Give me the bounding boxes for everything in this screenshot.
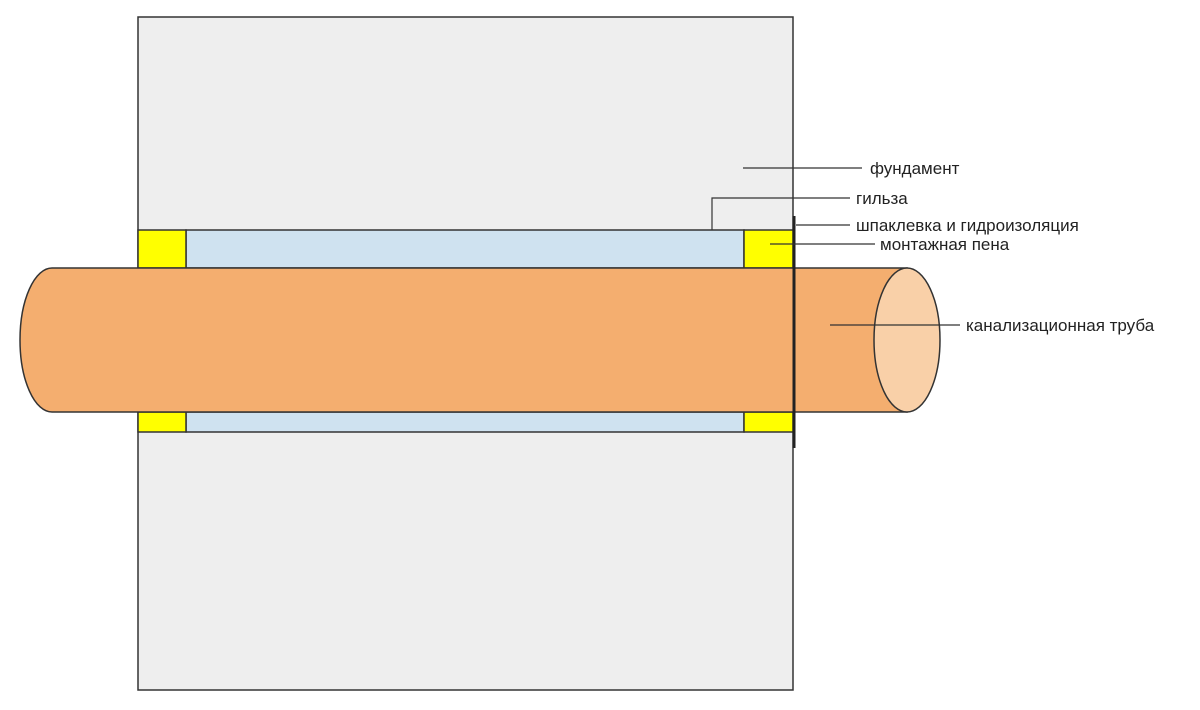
mounting-foam-top-right <box>743 229 794 269</box>
sewer-pipe-body <box>19 267 908 413</box>
label-sleeve: гильза <box>856 189 908 208</box>
label-putty-waterproofing: шпаклевка и гидроизоляция <box>856 216 1079 235</box>
label-sewer-pipe: канализационная труба <box>966 316 1155 335</box>
mounting-foam-top-left <box>137 229 187 269</box>
label-foundation: фундамент <box>870 159 960 178</box>
mounting-foam-bottom-left <box>137 411 187 433</box>
sleeve-top <box>185 229 745 269</box>
sleeve-bottom <box>185 411 745 433</box>
leader-sleeve <box>711 197 850 230</box>
sewer-pipe-end <box>873 267 941 413</box>
mounting-foam-bottom-right <box>743 411 794 433</box>
label-mounting-foam: монтажная пена <box>880 235 1010 254</box>
